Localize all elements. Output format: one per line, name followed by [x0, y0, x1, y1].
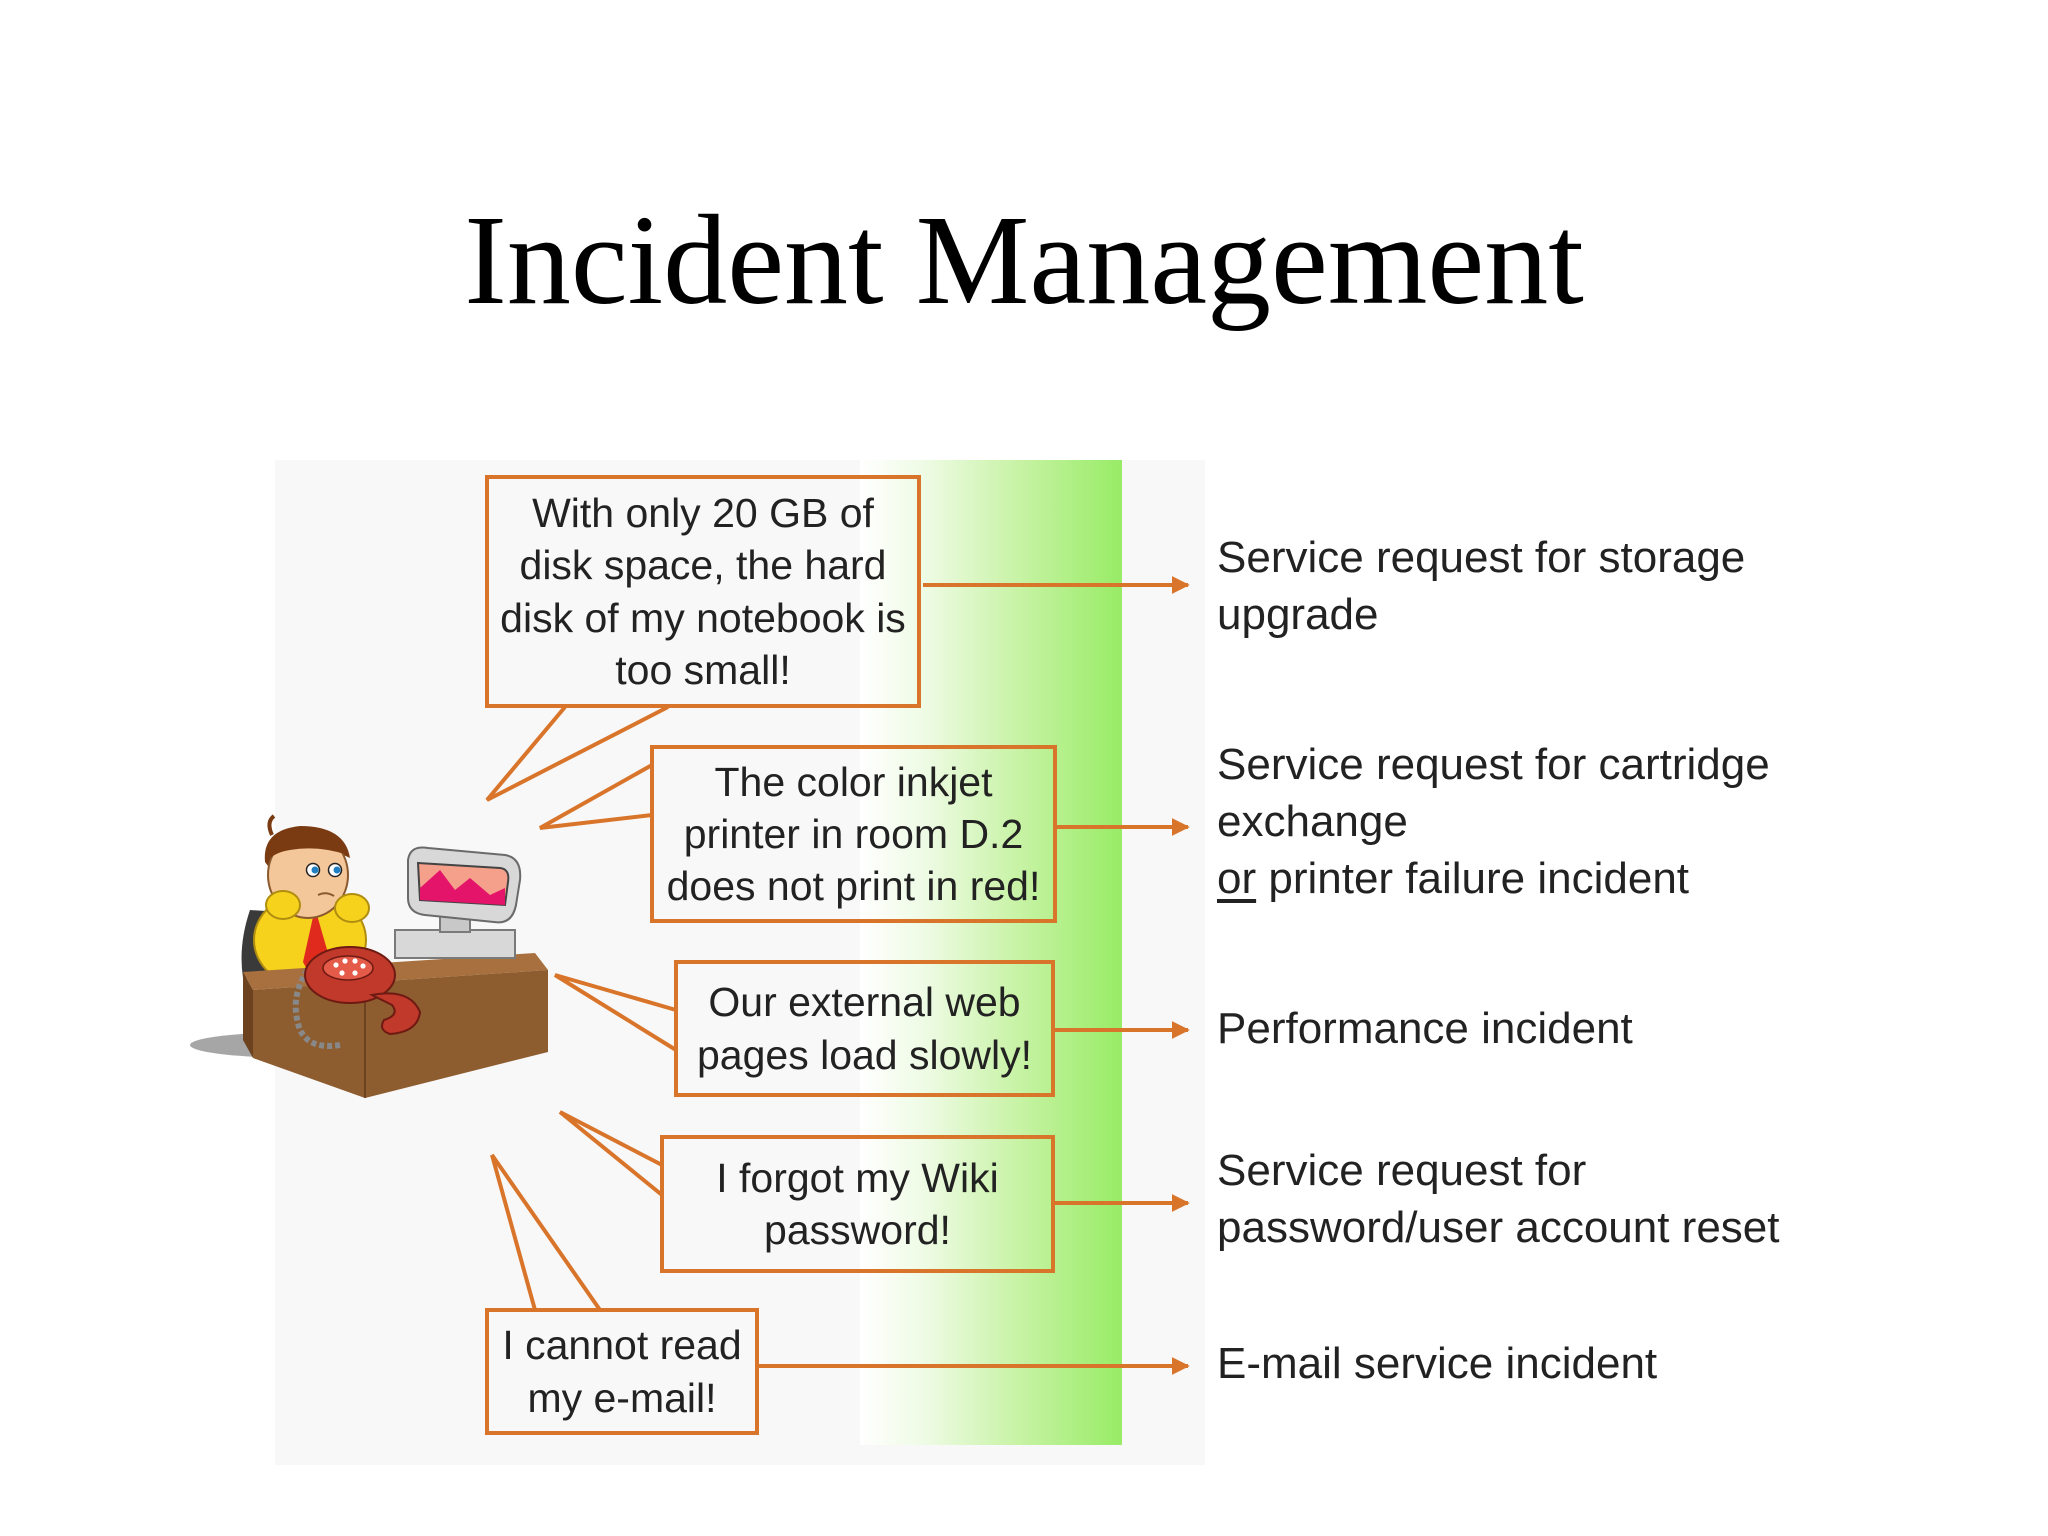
label-storage-upgrade: Service request for storage upgrade — [1217, 529, 1745, 643]
bubble-line: does not print in red! — [666, 863, 1041, 910]
label-line: or printer failure incident — [1217, 850, 1770, 907]
user-at-desk-illustration — [190, 814, 548, 1098]
speech-bubble-web: Our external web pages load slowly! — [674, 960, 1055, 1097]
label-line: upgrade — [1217, 590, 1379, 640]
bubble-1-tail — [485, 705, 669, 802]
label-performance: Performance incident — [1217, 1000, 1633, 1057]
phone-handset — [368, 992, 422, 1036]
desk-front — [253, 970, 548, 1098]
label-line: password/user account reset — [1217, 1203, 1780, 1253]
bubble-2-tail — [539, 763, 653, 830]
monitor-screen-graph — [420, 870, 505, 905]
desk-side — [243, 972, 253, 1058]
label-line: exchange — [1217, 797, 1408, 847]
speech-bubble-printer: The color inkjet printer in room D.2 doe… — [650, 745, 1057, 923]
speech-bubble-password: I forgot my Wiki password! — [660, 1135, 1055, 1273]
bubble-line: I cannot read — [502, 1322, 742, 1369]
label-line: Service request for storage — [1217, 533, 1746, 582]
bubble-line: printer in room D.2 — [683, 810, 1024, 857]
bubble-line: The color inkjet — [714, 758, 993, 805]
phone-dial — [322, 955, 374, 981]
label-printer: Service request for cartridge exchange o… — [1217, 736, 1770, 908]
bubble-line: too small! — [615, 646, 791, 693]
label-line: Service request for cartridge — [1217, 740, 1770, 789]
bubble-line: Our external web — [708, 979, 1021, 1026]
label-line: Performance incident — [1217, 1004, 1633, 1053]
label-or-underlined: or — [1217, 854, 1257, 904]
label-line: E-mail service incident — [1217, 1339, 1658, 1388]
label-password-reset: Service request for password/user accoun… — [1217, 1142, 1780, 1256]
bubble-line: disk of my notebook is — [500, 594, 906, 641]
bubble-line: pages load slowly! — [696, 1031, 1033, 1078]
person-hair-top — [268, 830, 348, 860]
phone-cord — [292, 955, 341, 1049]
person-hand-left — [265, 890, 301, 920]
label-line: Service request for — [1217, 1146, 1587, 1195]
slide-title: Incident Management — [464, 189, 1584, 331]
bubble-3-tail — [553, 973, 678, 1052]
bubble-line: my e-mail! — [527, 1374, 717, 1421]
label-email: E-mail service incident — [1217, 1335, 1657, 1392]
bubble-line: password! — [764, 1207, 951, 1253]
speech-bubble-storage: With only 20 GB of disk space, the hard … — [485, 475, 921, 708]
bubble-line: disk space, the hard — [519, 542, 887, 589]
green-gradient-band — [860, 460, 1122, 1445]
bubble-line: I forgot my Wiki — [716, 1154, 999, 1201]
bubble-line: With only 20 GB of — [532, 490, 874, 537]
bubble-5-tail — [490, 1153, 602, 1312]
speech-bubble-email: I cannot read my e-mail! — [485, 1308, 759, 1435]
bubble-4-tail — [558, 1110, 664, 1197]
person-hand-right — [334, 893, 370, 923]
monitor-base — [394, 929, 516, 959]
label-or-rest: printer failure incident — [1256, 854, 1690, 904]
